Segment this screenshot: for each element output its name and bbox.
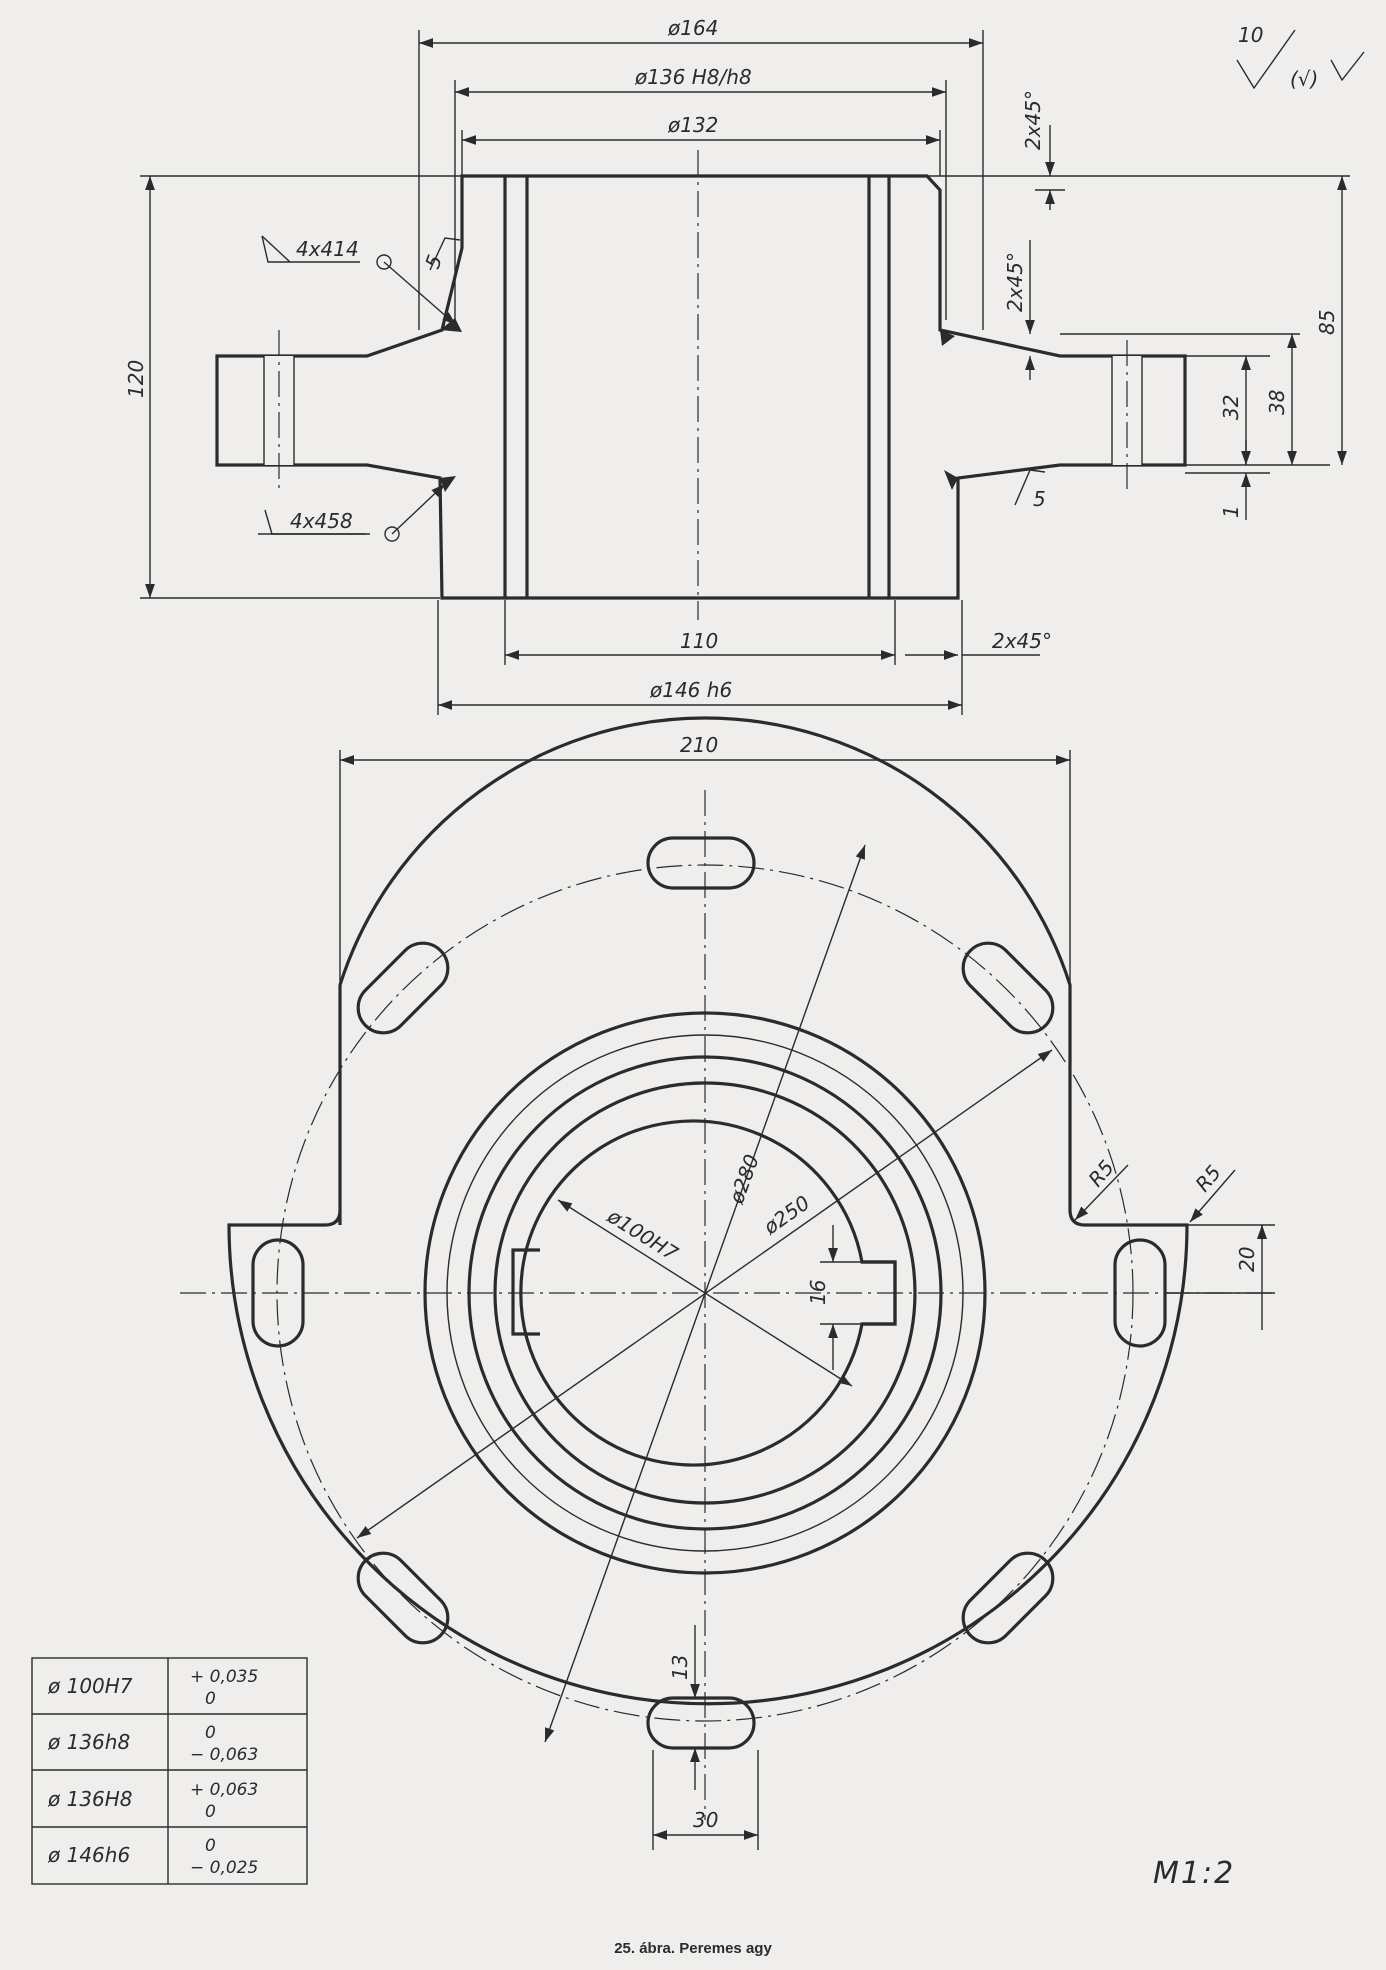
dim-d280: ø280 [724,1151,764,1208]
dim-d100h7: ø100H7 [603,1203,683,1265]
dim-h32: 32 [1219,395,1243,420]
finish-value: 10 [1238,23,1263,47]
dim-d164: ø164 [667,16,718,40]
tol-lower: − 0,063 [190,1745,258,1765]
weld-callout-top: 4x414 [261,235,457,326]
slot-left [251,1238,305,1348]
dim-slope-right: 5 [1033,487,1046,511]
slot-bottom [646,1696,756,1750]
dim-r5-left: R5 [1083,1155,1118,1191]
tol-fit: ø 146h6 [47,1843,130,1867]
finish-bracket: (√) [1290,67,1318,91]
figure-caption: 25. ábra. Peremes agy [614,1940,772,1957]
tol-row: ø 100H7 + 0,035 0 [47,1667,258,1709]
dim-h85: 85 [1315,310,1339,335]
dim-d132: ø132 [667,113,718,137]
tol-fit: ø 136H8 [47,1787,133,1811]
dim-chamfer-bottom: 2x45° [992,629,1052,653]
tol-lower: 0 [205,1689,216,1709]
tol-lower: − 0,025 [190,1858,258,1878]
slot-bottom-left [356,1551,450,1645]
dim-w210: 210 [680,733,718,757]
weld-callout-bottom: 4x458 [258,483,446,542]
slot-bottom-right [961,1551,1055,1645]
tol-fit: ø 136h8 [47,1730,130,1754]
slot-top-left [356,941,450,1035]
tol-fit: ø 100H7 [47,1674,133,1698]
slot-top-right [961,941,1055,1035]
slot-top [646,836,756,890]
tol-upper: 0 [205,1836,216,1856]
plan-view: 210 ø280 ø250 ø100H7 16 R5 R5 20 13 30 [180,716,1275,1850]
weld-bottom-label: 4x458 [290,509,353,533]
surface-finish-symbol: 10 (√) [1236,23,1365,91]
flange-outline [227,716,1189,1706]
dim-h120: 120 [124,360,148,398]
tol-row: ø 136H8 + 0,063 0 [47,1780,258,1822]
dim-d250: ø250 [758,1191,814,1240]
dim-h20: 20 [1235,1247,1259,1272]
dim-d136-h8h8: ø136 H8/h8 [634,65,752,89]
dim-slope-top: 5 [420,252,447,272]
dim-h38: 38 [1265,390,1289,415]
dim-w110: 110 [680,629,718,653]
dim-h1: 1 [1219,505,1243,518]
tol-upper: + 0,063 [190,1780,258,1800]
dim-d146h6: ø146 h6 [649,678,732,702]
tol-upper: + 0,035 [190,1667,258,1687]
dim-chamfer-top: 2x45° [1021,90,1045,150]
dim-key16: 16 [806,1280,830,1305]
tol-upper: 0 [205,1723,216,1743]
dim-slot13: 13 [668,1655,692,1680]
dim-chamfer-mid: 2x45° [1003,252,1027,312]
tol-row: ø 136h8 0 − 0,063 [47,1723,258,1765]
dim-slot30: 30 [693,1808,718,1832]
tol-lower: 0 [205,1802,216,1822]
section-view: ø164 ø136 H8/h8 ø132 110 ø146 h6 2x45° 1… [124,16,1350,715]
dim-r5-right: R5 [1190,1160,1225,1196]
scale-label: M1:2 [1153,1856,1235,1891]
tolerance-table: ø 100H7 + 0,035 0 ø 136h8 0 − 0,063 ø 13… [31,1657,308,1885]
weld-top-label: 4x414 [296,237,359,261]
section-right-wall [887,174,1187,600]
tol-row: ø 146h6 0 − 0,025 [47,1836,258,1878]
